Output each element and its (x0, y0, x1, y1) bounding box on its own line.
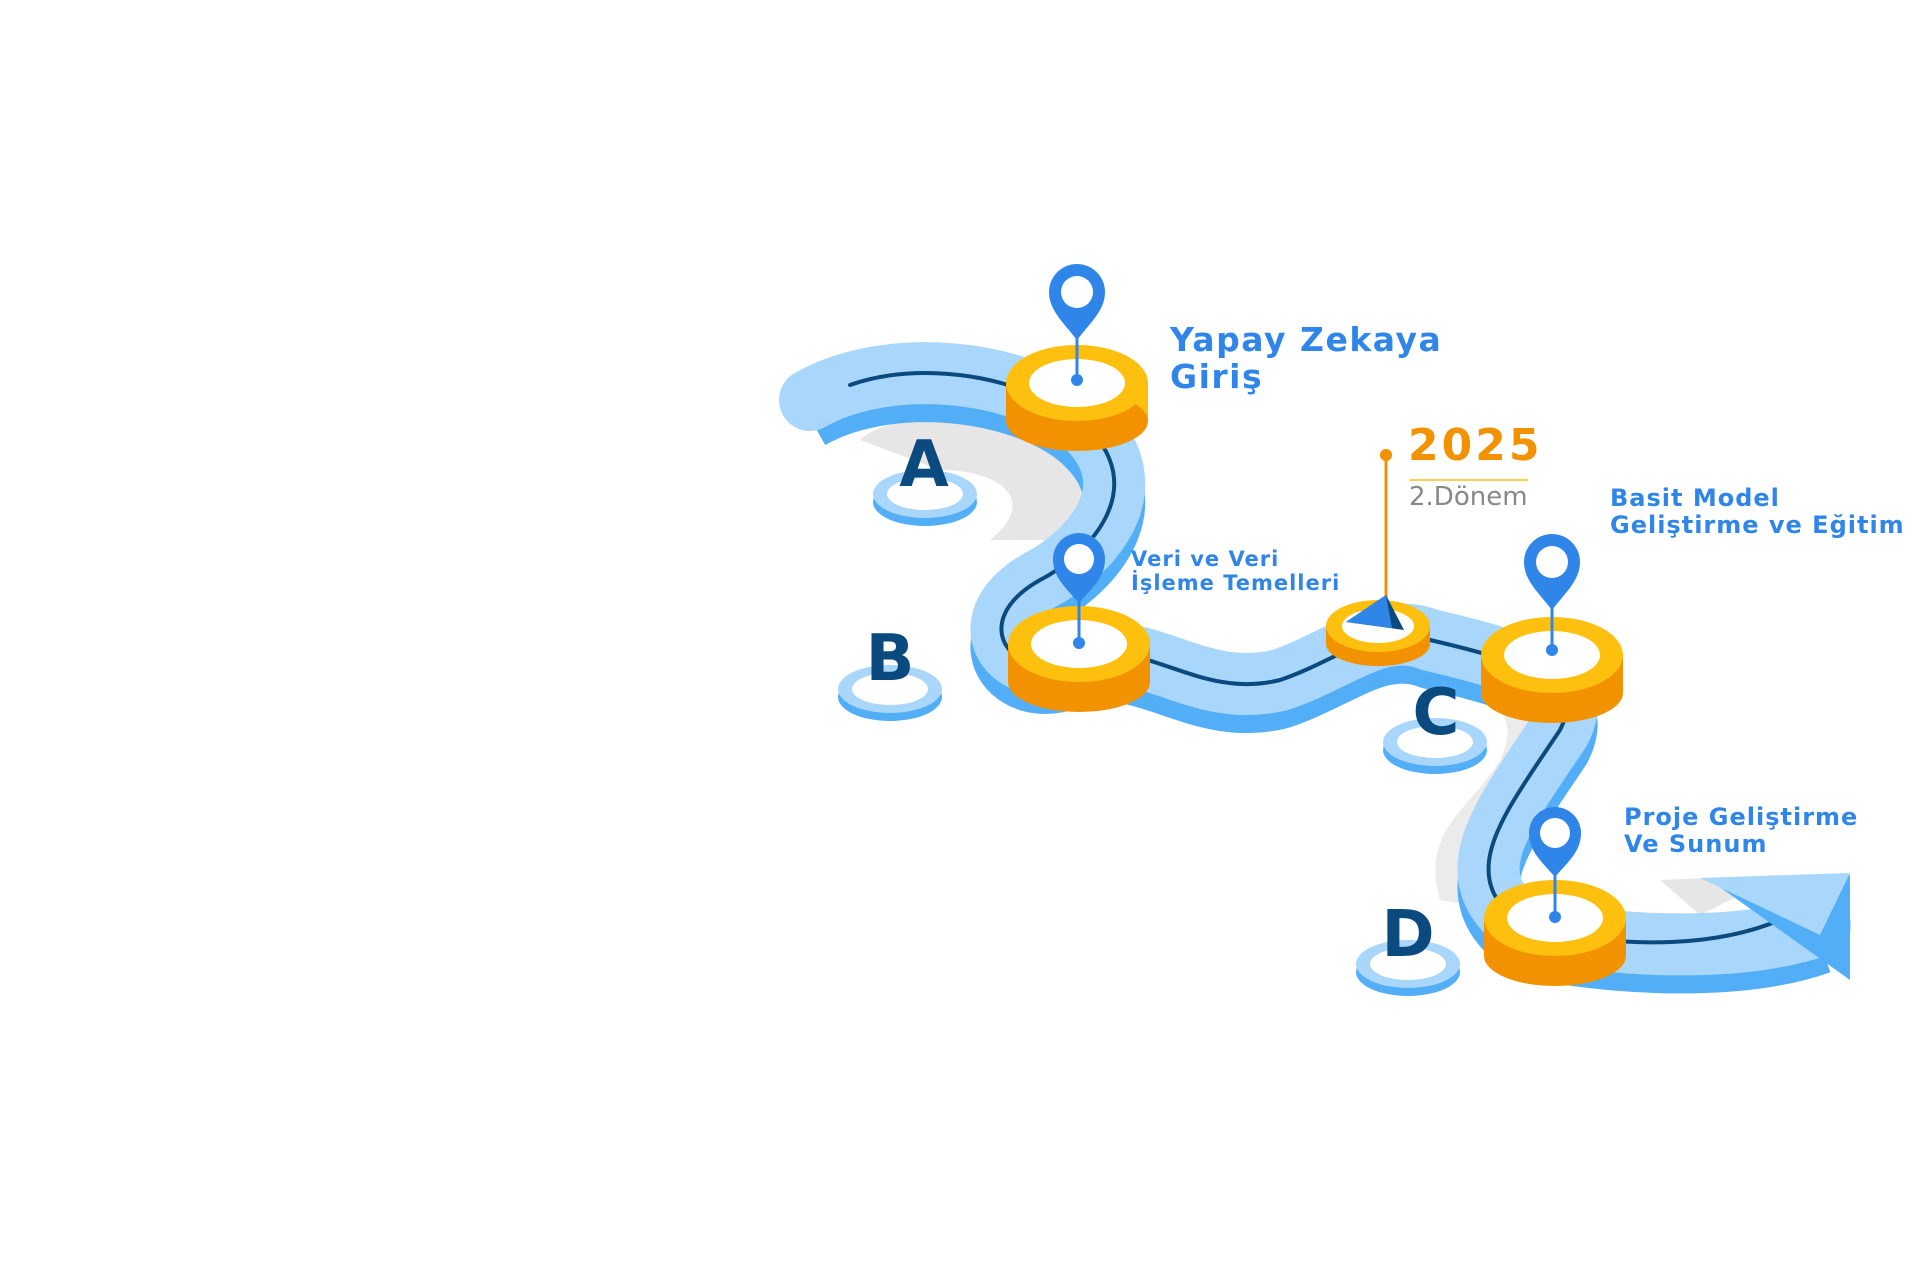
letter-plate-d (1356, 940, 1460, 996)
milestone-year: 2025 (1408, 420, 1543, 471)
arrow-right-icon (1700, 873, 1850, 980)
map-pin-icon (1049, 264, 1105, 386)
step-title-a: Yapay Zekaya Giriş (1170, 320, 1443, 396)
map-pin-icon (1529, 807, 1581, 923)
flag-icon (1346, 449, 1528, 630)
map-pin-icon (1524, 534, 1580, 656)
milestone-period: 2.Dönem (1409, 482, 1528, 512)
step-title-d-line-1: Proje Geliştirme (1624, 803, 1859, 831)
letter-plates (838, 470, 1487, 996)
letter-plate-c (1383, 718, 1487, 774)
road-center-line (848, 370, 1782, 945)
letter-plate-b (838, 665, 942, 721)
step-title-a-line-1: Yapay Zekaya (1170, 320, 1443, 359)
step-title-a-line-2: Giriş (1170, 356, 1264, 396)
step-letter-d: D (1381, 898, 1435, 972)
step-title-d: Proje Geliştirme Ve Sunum (1624, 804, 1858, 858)
step-letter-a: A (899, 428, 949, 502)
step-title-c-line-2: Geliştirme ve Eğitim (1610, 510, 1905, 539)
letter-plate-a (873, 470, 977, 526)
step-title-b: Veri ve Veri İşleme Temelleri (1131, 547, 1341, 595)
step-title-d-line-2: Ve Sunum (1624, 829, 1768, 858)
step-title-c-line-1: Basit Model (1610, 484, 1780, 512)
map-pin-icon (1053, 533, 1105, 649)
step-title-b-line-1: Veri ve Veri (1131, 547, 1280, 571)
step-disc-d (1484, 880, 1626, 986)
step-letter-b: B (865, 622, 915, 696)
step-title-c: Basit Model Geliştirme ve Eğitim (1610, 485, 1905, 539)
step-letter-c: C (1412, 676, 1460, 750)
step-title-b-line-2: İşleme Temelleri (1131, 570, 1341, 595)
